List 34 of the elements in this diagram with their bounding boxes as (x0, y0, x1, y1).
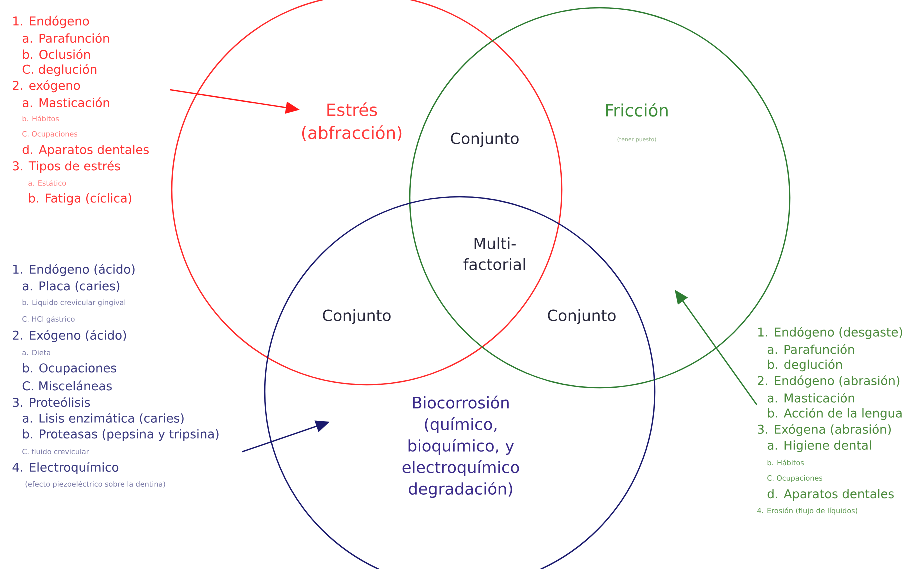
list-item: C. Misceláneas (22, 380, 112, 391)
list-item: 3. Tipos de estrés (13, 160, 120, 174)
region-label: Conjunto (323, 310, 391, 324)
region-label: Multi- factorial (464, 238, 526, 270)
circle-label: Biocorrosión (químico, bioquímico, y electroquímico degradación) (402, 396, 520, 498)
list-item: a. Parafunción (768, 344, 854, 354)
region-label: Conjunto (548, 310, 616, 324)
circle-label: Fricción (606, 103, 668, 117)
list-item: d. Aparatos dentales (768, 489, 894, 501)
list-item: a. Masticación (22, 98, 110, 108)
list-item: a. Higiene dental (768, 440, 872, 452)
list-item: 1. Endógeno (desgaste) (758, 326, 902, 340)
circle-label: Estrés (abfracción) (302, 102, 402, 142)
list-item: 1. Endógeno (14, 16, 90, 28)
list-item: 2. exógeno (13, 80, 80, 93)
list-item: 2. Endógeno (abrasión) (758, 376, 900, 388)
list-item: 2. Exógeno (ácido) (13, 330, 126, 342)
list-item: 1. Endógeno (ácido) (14, 264, 135, 276)
list-item: a. Lisis enzimática (caries) (22, 413, 184, 424)
list-item: a. Masticación (768, 392, 854, 403)
list-item: 3. Proteólisis (13, 397, 90, 408)
region-label: Conjunto (451, 132, 519, 148)
list-item: b. Fatiga (cíclica) (29, 193, 132, 206)
list-item: 4. Electroquímico (12, 462, 119, 474)
list-item: b. Oclusión (23, 49, 90, 60)
list-item: a. Placa (caries) (22, 281, 120, 292)
list-item: b. deglución (768, 359, 842, 372)
list-item: C. deglución (22, 64, 97, 76)
list-item: b. Ocupaciones (23, 363, 116, 376)
list-item: b. Proteasas (pepsina y tripsina) (23, 429, 219, 442)
list-item: 3. Exógena (abrasión) (758, 424, 891, 436)
list-item: d. Aparatos dentales (22, 144, 149, 157)
list-item: a. Parafunción (22, 33, 110, 44)
list-item: b. Acción de la lengua (768, 408, 902, 420)
